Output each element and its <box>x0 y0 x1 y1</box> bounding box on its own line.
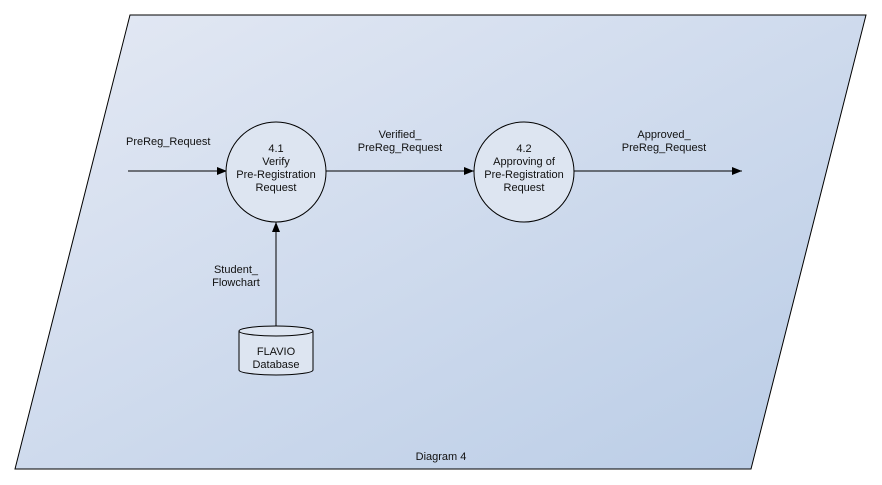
process-4-1-label: 4.1 Verify Pre-Registration Request <box>236 143 316 194</box>
diagram-frame <box>14 14 867 470</box>
process-4-1-circle <box>225 121 327 223</box>
flow-label-student-flowchart: Student_ Flowchart <box>212 264 260 289</box>
process-4-2-circle <box>473 121 575 223</box>
process-4-2-label: 4.2 Approving of Pre-Registration Reques… <box>484 143 564 194</box>
process-4-1-number: 4.1 <box>268 143 284 155</box>
datastore-label: FLAVIO Database <box>252 346 300 371</box>
flow-label-verified-prereg-request: Verified_ PreReg_Request <box>357 129 443 154</box>
process-4-2-number: 4.2 <box>516 143 532 155</box>
datastore-cylinder <box>238 325 314 376</box>
flow-label-approved-prereg-request: Approved_ PreReg_Request <box>621 129 707 154</box>
diagram-caption: Diagram 4 <box>415 451 467 463</box>
flow-label-prereg-request: PreReg_Request <box>126 136 211 148</box>
